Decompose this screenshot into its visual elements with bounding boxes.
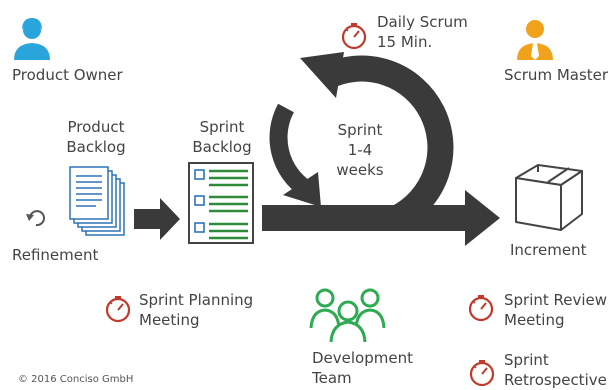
development-team-label: Development Team [312, 349, 413, 387]
sprint-planning-label: Sprint Planning Meeting [139, 291, 254, 329]
sprint-loop-arrow [262, 52, 500, 246]
product-owner-label: Product Owner [12, 66, 123, 84]
increment-label: Increment [510, 241, 587, 259]
sprint-duration-label: Sprint 1-4 weeks [336, 121, 384, 179]
scrum-master-icon [517, 20, 553, 60]
increment-box-icon [515, 164, 583, 231]
sprint-backlog-label: Sprint Backlog [192, 118, 252, 156]
arrow-to-sprint-backlog [134, 198, 180, 240]
product-owner-icon [14, 18, 50, 60]
development-team-icon [309, 288, 386, 343]
daily-scrum-timer-icon [341, 21, 367, 50]
sprint-review-timer-icon [468, 293, 494, 322]
product-backlog-label: Product Backlog [66, 118, 126, 156]
sprint-backlog-icon [188, 162, 254, 244]
retrospective-timer-icon [469, 358, 495, 387]
sprint-review-label: Sprint Review Meeting [504, 291, 608, 329]
refinement-cycle-icon [26, 210, 45, 227]
daily-scrum-label: Daily Scrum 15 Min. [377, 13, 468, 51]
refinement-label: Refinement [12, 246, 99, 264]
product-backlog-icon [69, 166, 125, 236]
scrum-master-label: Scrum Master [504, 66, 608, 84]
sprint-planning-timer-icon [105, 294, 131, 323]
sprint-retrospective-label: Sprint Retrospective [504, 351, 607, 389]
copyright-notice: © 2016 Conciso GmbH [18, 374, 134, 385]
